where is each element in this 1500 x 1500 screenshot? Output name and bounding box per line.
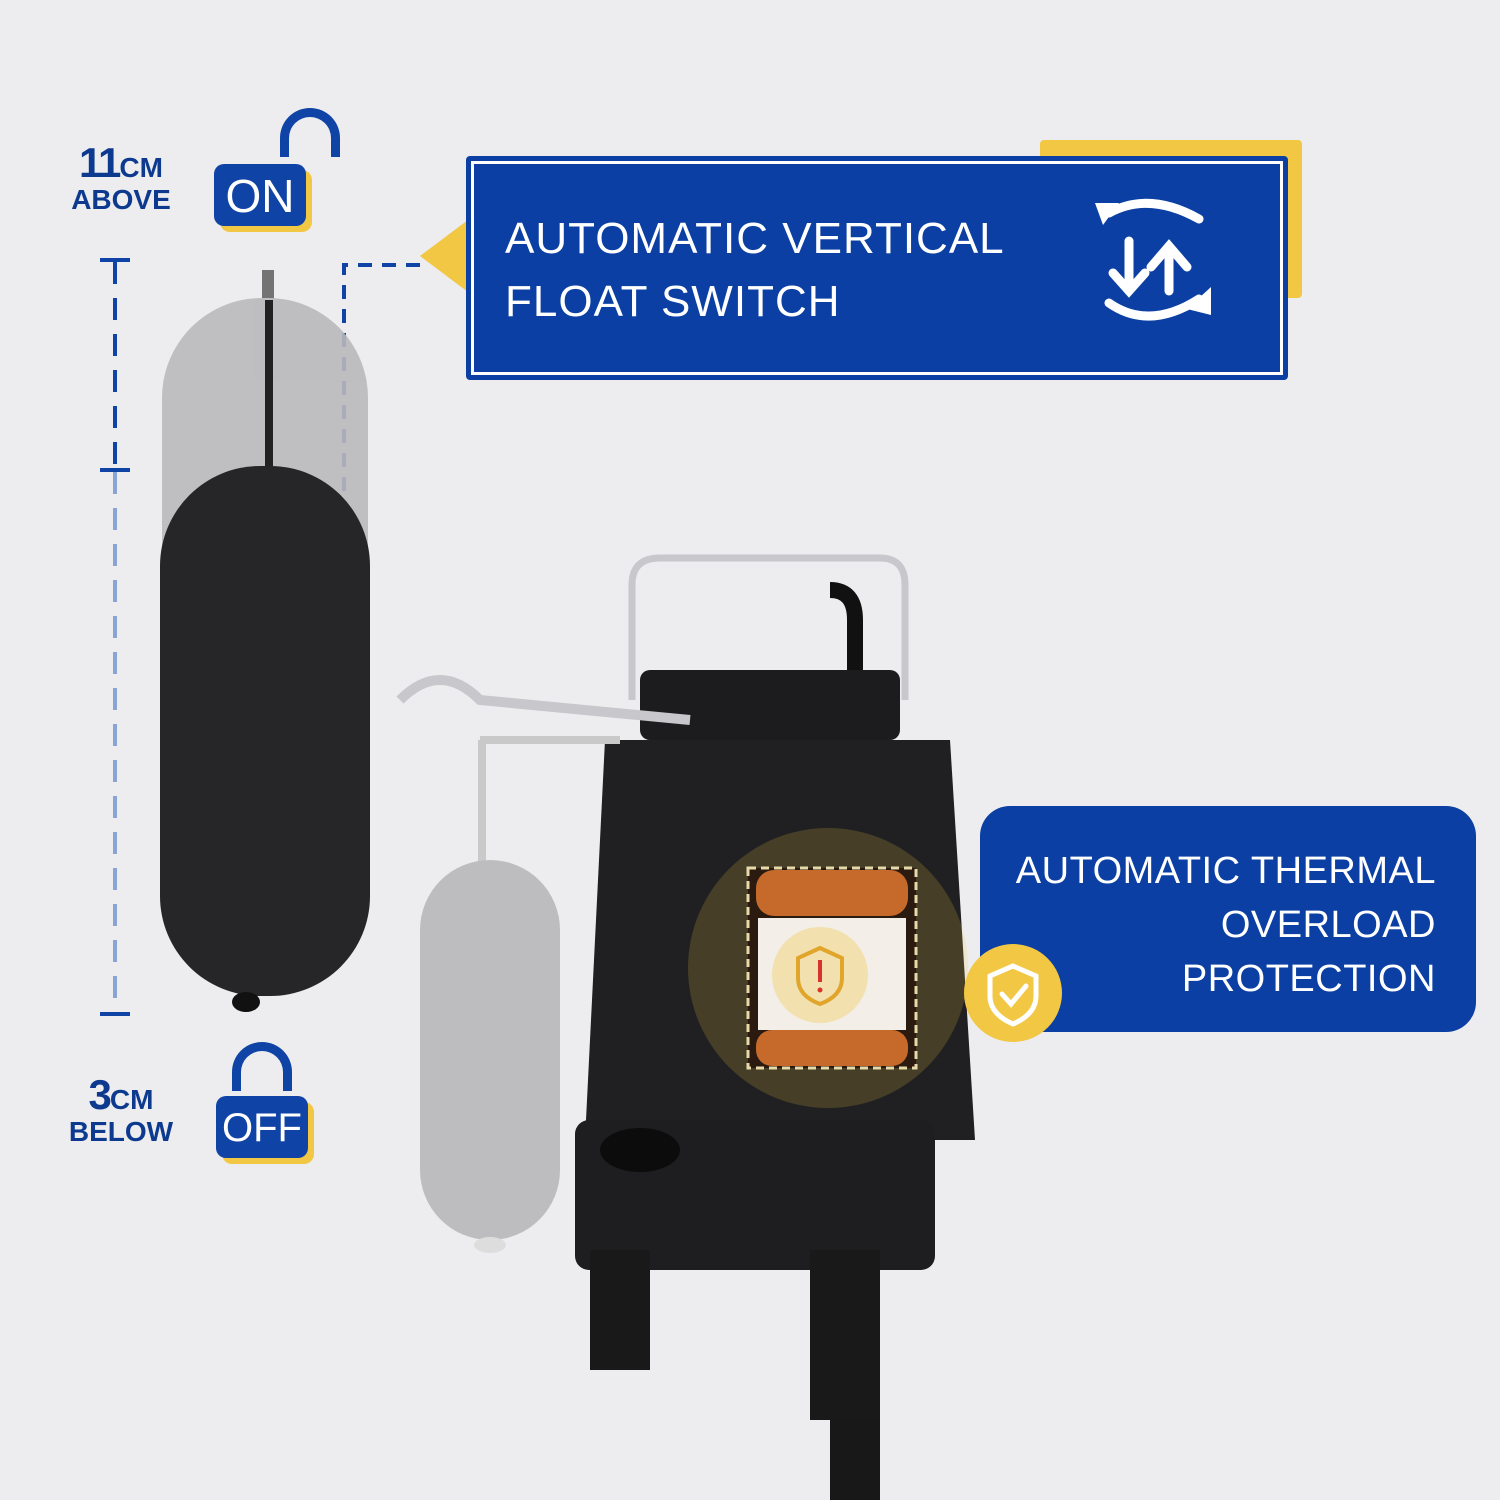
- on-level-value: 11: [79, 139, 121, 186]
- off-level-unit: CM: [109, 1084, 154, 1115]
- callout-pointer: [420, 220, 468, 292]
- range-dimension-line: [100, 258, 130, 1016]
- warning-shield-icon: [796, 945, 844, 1007]
- float-switch-title-line1: AUTOMATIC VERTICAL: [505, 214, 1005, 263]
- on-level-unit: CM: [119, 152, 163, 183]
- off-level-value: 3: [88, 1071, 112, 1118]
- off-level-label: 3CM BELOW: [62, 1074, 180, 1146]
- switch-cycle-arrows-icon: [1095, 198, 1211, 321]
- off-level-position: BELOW: [68, 1116, 174, 1147]
- on-level-label: 11CM ABOVE: [62, 142, 180, 214]
- thermal-title-line2: OVERLOAD: [1220, 904, 1436, 946]
- shield-check-icon: [964, 944, 1062, 1042]
- on-state-badge: ON: [214, 164, 306, 226]
- thermal-title-line3: PROTECTION: [1181, 958, 1436, 1000]
- off-state-badge: OFF: [216, 1096, 308, 1158]
- thermal-title-line1: AUTOMATIC THERMAL: [1015, 850, 1436, 892]
- float-lower-position: [160, 300, 370, 1012]
- float-switch-title-line2: FLOAT SWITCH: [505, 277, 841, 326]
- thermal-protection-callout: AUTOMATIC THERMAL OVERLOAD PROTECTION: [980, 806, 1476, 1032]
- leader-dashed-line: [342, 263, 420, 505]
- on-level-position: ABOVE: [71, 184, 171, 215]
- sump-pump-image: [396, 554, 975, 1500]
- float-switch-callout: AUTOMATIC VERTICAL FLOAT SWITCH: [466, 156, 1288, 380]
